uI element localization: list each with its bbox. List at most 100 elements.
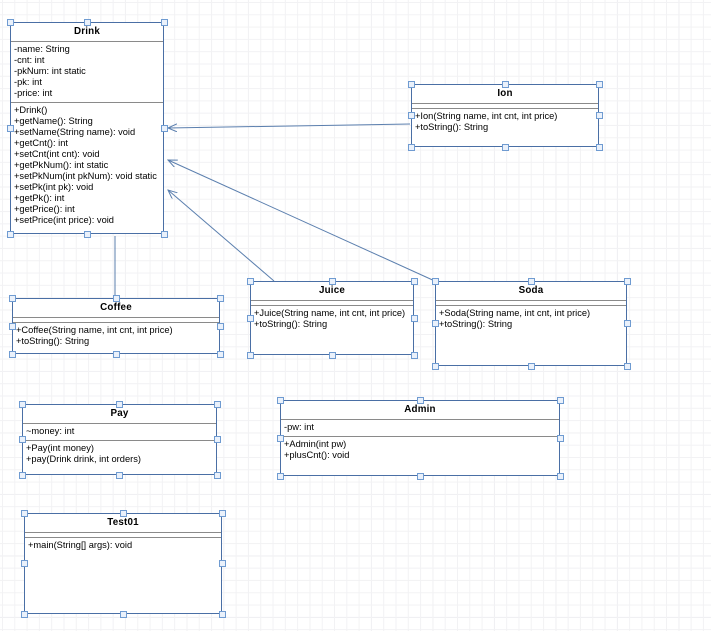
resize-handle-s-drink[interactable]: [83, 230, 91, 238]
resize-handle-w-coffee[interactable]: [8, 322, 16, 330]
resize-handle-nw-drink[interactable]: [6, 18, 14, 26]
resize-handle-n-drink[interactable]: [83, 18, 91, 26]
resize-handle-e-soda[interactable]: [623, 320, 631, 327]
link-ion-drink: [168, 124, 411, 128]
class-box-coffee[interactable]: Coffee+Coffee(String name, int cnt, int …: [12, 298, 220, 354]
resize-handle-nw-test01[interactable]: [20, 509, 28, 517]
resize-handle-sw-soda[interactable]: [431, 362, 439, 370]
method-row: +setPkNum(int pkNum): void static: [14, 171, 157, 181]
resize-handle-ne-drink[interactable]: [160, 18, 168, 26]
resize-handle-n-admin[interactable]: [416, 396, 424, 404]
class-box-soda[interactable]: Soda +Soda(String name, int cnt, int pric…: [435, 281, 627, 366]
resize-handle-n-ion[interactable]: [501, 80, 509, 88]
resize-handle-e-juice[interactable]: [410, 314, 418, 322]
resize-handle-se-ion[interactable]: [595, 143, 603, 151]
resize-handle-se-soda[interactable]: [623, 362, 631, 370]
class-box-pay[interactable]: Pay~money: int+Pay(int money)+pay(Drink …: [22, 404, 217, 475]
resize-handle-n-soda[interactable]: [527, 277, 535, 285]
resize-handle-n-test01[interactable]: [119, 509, 127, 517]
resize-handle-ne-ion[interactable]: [595, 80, 603, 88]
resize-handle-ne-admin[interactable]: [556, 396, 564, 404]
resize-handle-se-drink[interactable]: [160, 230, 168, 238]
resize-handle-w-test01[interactable]: [20, 560, 28, 567]
class-box-test01[interactable]: Test01+main(String[] args): void: [24, 513, 222, 614]
attributes-compartment-coffee: [13, 318, 219, 323]
resize-handle-w-drink[interactable]: [6, 124, 14, 132]
resize-handle-w-admin[interactable]: [276, 434, 284, 442]
resize-handle-ne-juice[interactable]: [410, 277, 418, 285]
class-name-drink: Drink: [11, 23, 163, 42]
resize-handle-n-pay[interactable]: [116, 400, 123, 408]
method-row: +Ion(String name, int cnt, int price): [415, 111, 558, 121]
resize-handle-se-juice[interactable]: [410, 351, 418, 359]
resize-handle-nw-ion[interactable]: [407, 80, 415, 88]
resize-handle-s-soda[interactable]: [527, 362, 535, 370]
class-box-admin[interactable]: Admin-pw: int+Admin(int pw)+plusCnt(): v…: [280, 400, 560, 476]
attributes-compartment-pay: ~money: int: [23, 424, 216, 441]
resize-handle-e-ion[interactable]: [595, 112, 603, 119]
resize-handle-s-admin[interactable]: [416, 472, 424, 480]
class-box-drink[interactable]: Drink-name: String-cnt: int-pkNum: int s…: [10, 22, 164, 234]
class-box-ion[interactable]: Ion+Ion(String name, int cnt, int price)…: [411, 84, 599, 147]
resize-handle-se-admin[interactable]: [556, 472, 564, 480]
resize-handle-nw-juice[interactable]: [246, 277, 254, 285]
resize-handle-nw-coffee[interactable]: [8, 294, 16, 302]
resize-handle-ne-soda[interactable]: [623, 277, 631, 285]
method-row: +Juice(String name, int cnt, int price): [254, 308, 406, 318]
resize-handle-s-ion[interactable]: [501, 143, 509, 151]
resize-handle-se-pay[interactable]: [213, 471, 221, 479]
method-row: +Soda(String name, int cnt, int price): [439, 308, 591, 318]
resize-handle-ne-coffee[interactable]: [216, 294, 224, 302]
resize-handle-sw-ion[interactable]: [407, 143, 415, 151]
resize-handle-se-test01[interactable]: [218, 610, 226, 618]
attribute-row: -name: String: [14, 44, 70, 54]
resize-handle-sw-admin[interactable]: [276, 472, 284, 480]
resize-handle-se-coffee[interactable]: [216, 350, 224, 358]
method-row: +getPk(): int: [14, 193, 65, 203]
resize-handle-sw-pay[interactable]: [18, 471, 26, 479]
resize-handle-w-soda[interactable]: [431, 320, 439, 327]
resize-handle-nw-admin[interactable]: [276, 396, 284, 404]
resize-handle-s-coffee[interactable]: [112, 350, 120, 358]
methods-compartment-coffee: +Coffee(String name, int cnt, int price)…: [13, 323, 219, 350]
resize-handle-e-drink[interactable]: [160, 124, 168, 132]
resize-handle-e-pay[interactable]: [213, 436, 221, 443]
attributes-compartment-ion: [412, 104, 598, 109]
resize-handle-nw-soda[interactable]: [431, 277, 439, 285]
resize-handle-nw-pay[interactable]: [18, 400, 26, 408]
resize-handle-ne-pay[interactable]: [213, 400, 221, 408]
resize-handle-s-test01[interactable]: [119, 610, 127, 618]
resize-handle-sw-test01[interactable]: [20, 610, 28, 618]
attributes-compartment-admin: -pw: int: [281, 420, 559, 437]
method-row: +plusCnt(): void: [284, 450, 350, 460]
resize-handle-w-pay[interactable]: [18, 436, 26, 443]
resize-handle-w-juice[interactable]: [246, 314, 254, 322]
attributes-compartment-test01: [25, 533, 221, 538]
method-row: +setCnt(int cnt): void: [14, 149, 100, 159]
method-row: +setPk(int pk): void: [14, 182, 94, 192]
resize-handle-e-test01[interactable]: [218, 560, 226, 567]
class-name-soda: Soda: [436, 282, 626, 301]
resize-handle-sw-coffee[interactable]: [8, 350, 16, 358]
class-box-juice[interactable]: Juice+Juice(String name, int cnt, int pr…: [250, 281, 414, 355]
resize-handle-n-coffee[interactable]: [112, 294, 120, 302]
resize-handle-sw-drink[interactable]: [6, 230, 14, 238]
resize-handle-s-pay[interactable]: [116, 471, 123, 479]
method-row: +pay(Drink drink, int orders): [26, 454, 141, 464]
methods-compartment-drink: +Drink()+getName(): String+setName(Strin…: [11, 103, 163, 229]
resize-handle-sw-juice[interactable]: [246, 351, 254, 359]
method-row: +main(String[] args): void: [28, 540, 133, 550]
method-row: +getName(): String: [14, 116, 93, 126]
resize-handle-s-juice[interactable]: [328, 351, 336, 359]
link-juice-drink: [168, 190, 275, 282]
attribute-row: ~money: int: [26, 426, 75, 436]
attributes-compartment-drink: -name: String-cnt: int-pkNum: int static…: [11, 42, 163, 103]
resize-handle-e-coffee[interactable]: [216, 322, 224, 330]
class-name-pay: Pay: [23, 405, 216, 424]
resize-handle-n-juice[interactable]: [328, 277, 336, 285]
resize-handle-w-ion[interactable]: [407, 112, 415, 119]
resize-handle-e-admin[interactable]: [556, 434, 564, 442]
resize-handle-ne-test01[interactable]: [218, 509, 226, 517]
method-row: +getPrice(): int: [14, 204, 75, 214]
